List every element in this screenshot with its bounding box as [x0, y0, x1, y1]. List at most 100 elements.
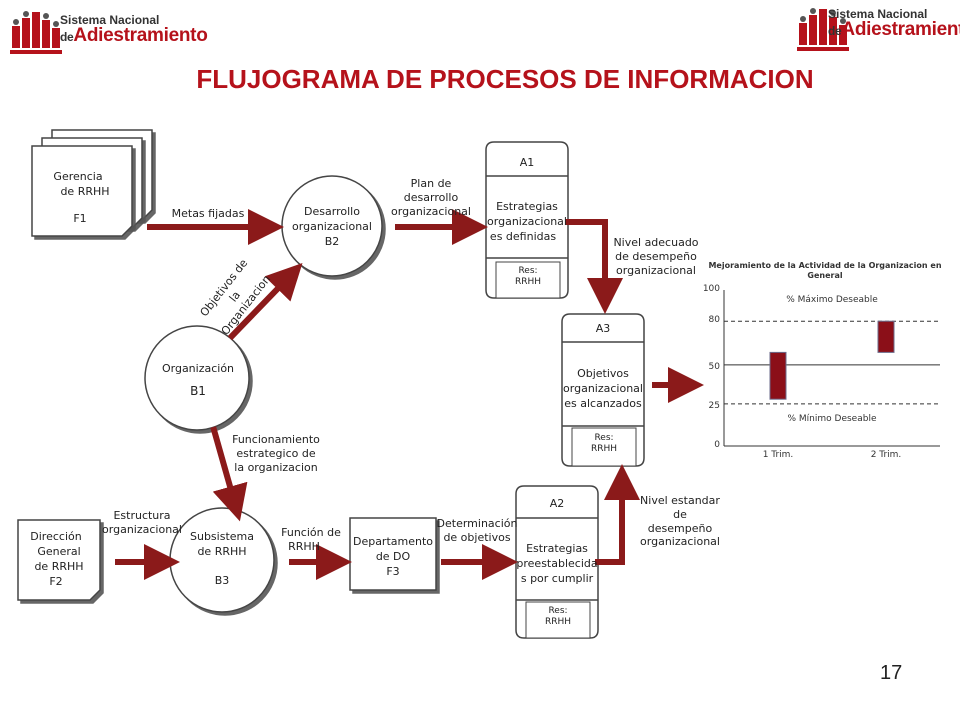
- edge-label-funcionamiento: Funcionamiento estrategico de la organiz…: [226, 433, 326, 474]
- direccion-code: F2: [49, 574, 63, 588]
- funcionamiento-line1: Funcionamiento: [232, 433, 320, 446]
- a3-line2: organizacional: [563, 381, 643, 395]
- estructura-line2: organizacional: [102, 522, 182, 536]
- page-number: 17: [880, 662, 903, 684]
- a3-res2: RRHH: [590, 443, 618, 454]
- chart-x-tick: 2 Trim.: [870, 450, 902, 460]
- a1-tag: A1: [519, 156, 535, 169]
- chart-annotation: % Máximo Deseable: [786, 295, 878, 306]
- edge-label-estructura: Estructura organizacional: [100, 509, 184, 537]
- a1-res2: RRHH: [514, 276, 542, 287]
- organizacion-node: Organización B1: [146, 362, 250, 399]
- edge-label-funcion: Función de RRHH: [274, 526, 348, 554]
- a3-line1: Objetivos: [577, 367, 629, 380]
- a3-storage: [561, 313, 645, 467]
- gerencia-node: Gerencia de RRHH F1: [40, 170, 130, 227]
- direccion-line3: de RRHH: [34, 559, 84, 573]
- organizacion-code: B1: [190, 383, 206, 398]
- nivel-estandar-line4: organizacional: [640, 535, 720, 549]
- chart-y-tick: 0: [714, 440, 720, 450]
- subsistema-code: B3: [214, 573, 230, 587]
- direccion-line2: General: [37, 544, 81, 558]
- funcionamiento-line2: estrategico de: [236, 446, 316, 460]
- a1-storage: [485, 141, 569, 299]
- nivel-adecuado-line1: Nivel adecuado: [613, 236, 699, 249]
- determinacion-line1: Determinación: [436, 517, 518, 530]
- gerencia-document-stack: [31, 129, 153, 237]
- nivel-estandar-line2: de: [673, 507, 687, 521]
- arrow-nivel-estandar: [595, 464, 640, 565]
- desarrollo-node: Desarrollo organizacional B2: [284, 205, 380, 250]
- desarrollo-code: B2: [324, 234, 340, 248]
- a3-res1: Res:: [594, 433, 614, 443]
- nivel-adecuado-line2: de desempeño: [615, 249, 697, 263]
- edge-label-nivel-adecuado: Nivel adecuado de desempeño organizacion…: [606, 236, 706, 277]
- logo-de: de: [60, 30, 74, 44]
- a2-res: Res: RRHH: [526, 606, 590, 628]
- chart-y-tick: 25: [708, 401, 720, 411]
- gerencia-code: F1: [73, 211, 87, 225]
- a2-line1: Estrategias: [526, 542, 588, 555]
- a3-res: Res: RRHH: [572, 433, 636, 455]
- a2-res1: Res:: [548, 606, 568, 616]
- subsistema-line1: Subsistema: [190, 530, 254, 543]
- funcion-line1: Función de: [281, 526, 341, 539]
- a1-line2: organizacional: [487, 214, 567, 228]
- subsistema-node: Subsistema de RRHH B3: [172, 530, 272, 589]
- funcion-line2: RRHH: [288, 539, 320, 553]
- a2-storage: [515, 485, 599, 639]
- a3-line3: es alcanzados: [564, 396, 642, 410]
- estructura-line1: Estructura: [113, 509, 171, 522]
- subsistema-line2: de RRHH: [197, 544, 247, 558]
- a2-res2: RRHH: [544, 616, 572, 627]
- chart-x-tick: 1 Trim.: [762, 450, 794, 460]
- organizacion-circle: [144, 325, 250, 431]
- edge-label-metas: Metas fijadas: [171, 207, 245, 220]
- chart-y-tick: 100: [702, 284, 720, 294]
- departamento-box: [349, 517, 437, 591]
- a1-line1: Estrategias: [496, 200, 558, 213]
- logo-emblem-icon: [797, 8, 849, 51]
- edge-label-nivel-estandar: Nivel estandar de desempeño organizacion…: [634, 494, 726, 549]
- direccion-line1: Dirección: [30, 530, 82, 543]
- chart-bar: [769, 351, 787, 400]
- direccion-node: Dirección General de RRHH F2: [18, 530, 100, 589]
- plan-line3: organizacional: [391, 204, 471, 218]
- a1-line3: es definidas: [489, 229, 557, 243]
- chart-bar: [877, 320, 895, 353]
- chart-title: Mejoramiento de la Actividad de la Organ…: [708, 261, 942, 281]
- a2-line2: preestablecida: [516, 556, 598, 570]
- a3-tag: A3: [595, 322, 611, 335]
- arrow-nivel-adecuado: [565, 219, 623, 314]
- logo-line2: Adiestramiento: [73, 25, 208, 46]
- organizacion-line1: Organización: [161, 362, 235, 375]
- departamento-node: Departamento de DO F3: [350, 535, 436, 580]
- determinacion-line2: de objetivos: [443, 530, 511, 544]
- desarrollo-line2: organizacional: [292, 219, 372, 233]
- a2-tag: A2: [549, 497, 565, 510]
- logo-line2: Adiestramiento: [841, 19, 960, 40]
- a1-content: Estrategias organizacional es definidas: [484, 200, 570, 245]
- a1-res1: Res:: [518, 266, 538, 276]
- logo-line1: Sistema Nacional: [60, 13, 160, 27]
- nivel-adecuado-line3: organizacional: [616, 263, 696, 277]
- plan-line2: desarrollo: [403, 190, 459, 204]
- direccion-document: [17, 519, 101, 601]
- logo-de: de: [828, 24, 842, 38]
- a2-content: Estrategias preestablecida s por cumplir: [514, 542, 600, 587]
- chart-annotation: % Mínimo Deseable: [787, 413, 877, 424]
- chart-y-tick: 50: [708, 362, 720, 372]
- nivel-estandar-line1: Nivel estandar: [640, 494, 720, 507]
- a3-content: Objetivos organizacional es alcanzados: [560, 367, 646, 412]
- chart-y-tick: 80: [708, 315, 720, 326]
- logo-line1: Sistema Nacional: [828, 7, 928, 21]
- departamento-line1: Departamento: [352, 535, 434, 548]
- departamento-line2: de DO: [375, 549, 411, 563]
- departamento-code: F3: [386, 564, 400, 578]
- logo-emblem-icon: [10, 11, 62, 54]
- gerencia-line1: Gerencia: [53, 170, 103, 183]
- gerencia-line2: de RRHH: [60, 184, 110, 198]
- plan-line1: Plan de: [410, 177, 452, 190]
